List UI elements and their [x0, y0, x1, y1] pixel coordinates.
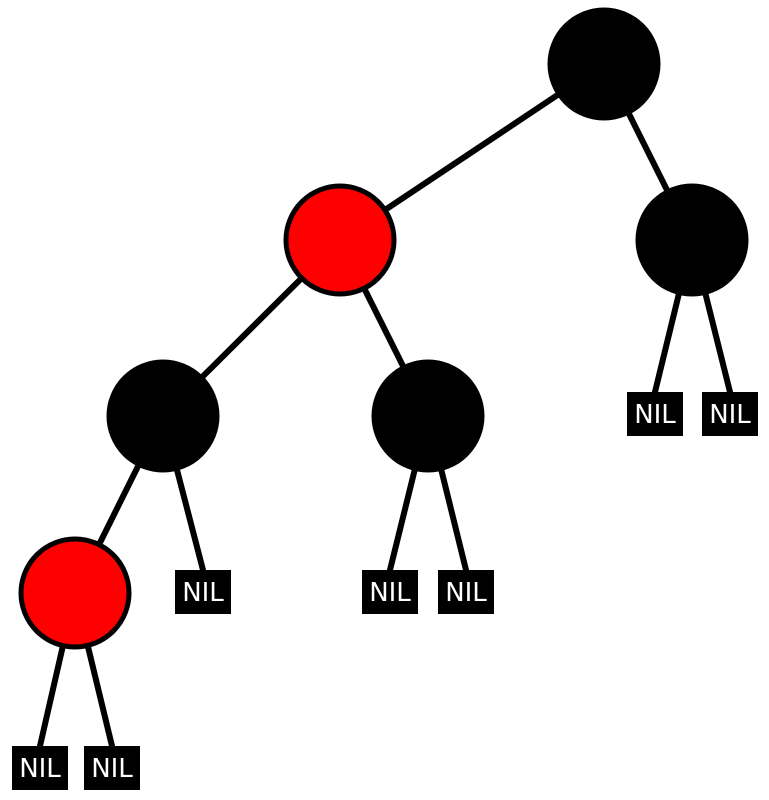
black-node [106, 359, 220, 473]
nil-leaf: NIL [362, 570, 418, 614]
nil-leaf-label: NIL [369, 578, 411, 608]
black-node [371, 359, 485, 473]
red-node [18, 536, 132, 650]
nil-leaf-label: NIL [709, 400, 751, 430]
nil-leaf-label: NIL [19, 754, 61, 784]
nil-leaf: NIL [84, 746, 140, 790]
nil-leaf-box [627, 392, 683, 436]
nil-leaf-box [702, 392, 758, 436]
nil-leaf-box [438, 570, 494, 614]
nil-leaf: NIL [438, 570, 494, 614]
nil-leaf-box [175, 570, 231, 614]
nil-leaf-label: NIL [182, 578, 224, 608]
nil-leaf-label: NIL [634, 400, 676, 430]
nil-leaf-label: NIL [91, 754, 133, 784]
nil-leaf-box [12, 746, 68, 790]
nil-leaf: NIL [627, 392, 683, 436]
tree-nodes: NIL NIL NIL NIL NIL NIL NIL [12, 7, 758, 790]
nil-leaf: NIL [12, 746, 68, 790]
black-node [547, 7, 661, 121]
nil-leaf-label: NIL [445, 578, 487, 608]
nil-leaf-box [84, 746, 140, 790]
red-node [283, 183, 397, 297]
nil-leaf-box [362, 570, 418, 614]
nil-leaf: NIL [175, 570, 231, 614]
nil-leaf: NIL [702, 392, 758, 436]
black-node [635, 183, 749, 297]
